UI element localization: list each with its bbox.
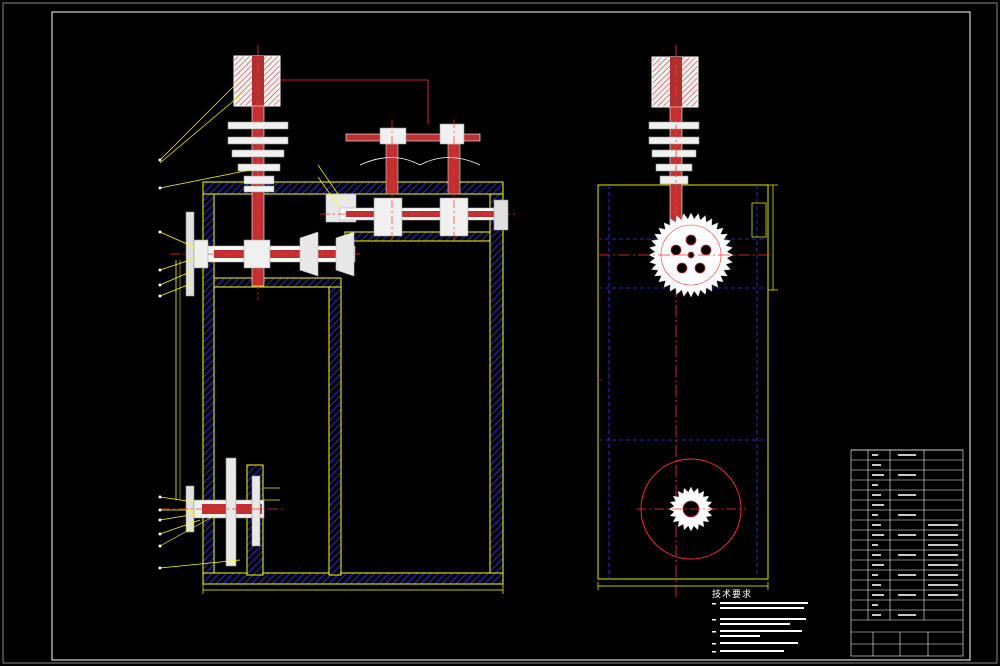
- side-view: [597, 45, 778, 600]
- bevel-gears: [299, 193, 357, 277]
- side-dimensions: [597, 184, 778, 590]
- upper-left-sprocket: [185, 211, 209, 297]
- title-block: [850, 449, 964, 657]
- technical-requirements-title: 技术要求: [712, 590, 753, 600]
- housing-walls: [202, 181, 504, 585]
- top-bearing-block: [233, 55, 281, 107]
- top-gear-assembly: [345, 120, 481, 240]
- title-block-text: [872, 454, 958, 616]
- control-line: [280, 79, 429, 124]
- flange-stack: [227, 121, 289, 193]
- technical-notes: [712, 602, 808, 653]
- gear-icon: [636, 458, 746, 560]
- bottom-dimension: [202, 584, 504, 594]
- sprocket-icon: [598, 212, 770, 298]
- balloon-dots: [158, 158, 162, 570]
- leader-lines: [159, 79, 343, 569]
- lower-sprocket-assembly: [160, 457, 285, 567]
- side-body: [597, 184, 769, 580]
- front-view: [158, 45, 515, 594]
